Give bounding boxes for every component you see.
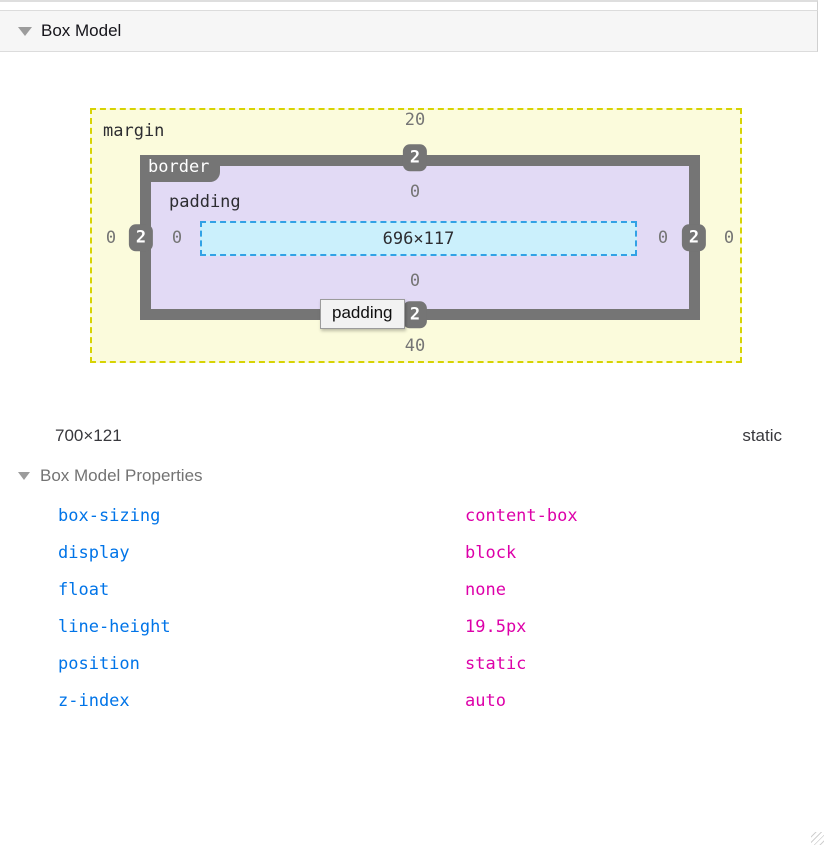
border-left-value[interactable]: 2 bbox=[128, 224, 154, 252]
padding-top-value[interactable]: 0 bbox=[409, 182, 421, 202]
property-value: 19.5px bbox=[465, 616, 527, 637]
element-dimensions: 700×121 bbox=[55, 426, 122, 445]
panel-top-strip bbox=[0, 0, 818, 10]
margin-bottom-value[interactable]: 40 bbox=[404, 336, 426, 356]
margin-top-value[interactable]: 20 bbox=[404, 110, 426, 130]
collapse-triangle-icon[interactable] bbox=[18, 472, 30, 480]
margin-label: margin bbox=[103, 121, 165, 141]
property-name: position bbox=[58, 653, 140, 674]
padding-label: padding bbox=[169, 192, 241, 212]
property-row: line-height 19.5px bbox=[0, 608, 818, 645]
border-bottom-value[interactable]: 2 bbox=[402, 301, 428, 329]
border-top-value[interactable]: 2 bbox=[402, 144, 428, 172]
property-value: content-box bbox=[465, 505, 578, 526]
property-name: display bbox=[58, 542, 130, 563]
border-right-value[interactable]: 2 bbox=[681, 224, 707, 252]
box-model-section-header[interactable]: Box Model bbox=[0, 10, 818, 52]
margin-right-value[interactable]: 0 bbox=[723, 228, 735, 248]
property-value: block bbox=[465, 542, 517, 563]
property-value: none bbox=[465, 579, 506, 600]
property-row: position static bbox=[0, 645, 818, 682]
property-name: line-height bbox=[58, 616, 171, 637]
resize-grip-icon[interactable] bbox=[811, 832, 824, 845]
section-title: Box Model bbox=[41, 21, 122, 40]
property-value: static bbox=[465, 653, 527, 674]
border-label: border bbox=[140, 155, 221, 182]
collapse-triangle-icon[interactable] bbox=[18, 26, 32, 36]
property-value: auto bbox=[465, 690, 506, 711]
content-region[interactable]: 696×117 bbox=[200, 221, 637, 256]
padding-left-value[interactable]: 0 bbox=[171, 228, 183, 248]
property-name: box-sizing bbox=[58, 505, 161, 526]
padding-right-value[interactable]: 0 bbox=[657, 228, 669, 248]
property-row: display block bbox=[0, 534, 818, 571]
element-position: static bbox=[742, 426, 782, 445]
padding-bottom-value[interactable]: 0 bbox=[409, 271, 421, 291]
box-model-diagram: margin border padding 696×117 20 2 0 0 2… bbox=[90, 108, 742, 363]
property-name: float bbox=[58, 579, 110, 600]
property-list: box-sizing content-box display block flo… bbox=[0, 497, 818, 719]
property-row: z-index auto bbox=[0, 682, 818, 719]
content-dimensions[interactable]: 696×117 bbox=[382, 228, 455, 249]
property-row: box-sizing content-box bbox=[0, 497, 818, 534]
box-model-properties-header[interactable]: Box Model Properties bbox=[0, 463, 203, 489]
margin-left-value[interactable]: 0 bbox=[105, 228, 117, 248]
property-row: float none bbox=[0, 571, 818, 608]
subheader-title: Box Model Properties bbox=[40, 466, 203, 485]
padding-tooltip: padding bbox=[320, 299, 405, 329]
property-name: z-index bbox=[58, 690, 130, 711]
